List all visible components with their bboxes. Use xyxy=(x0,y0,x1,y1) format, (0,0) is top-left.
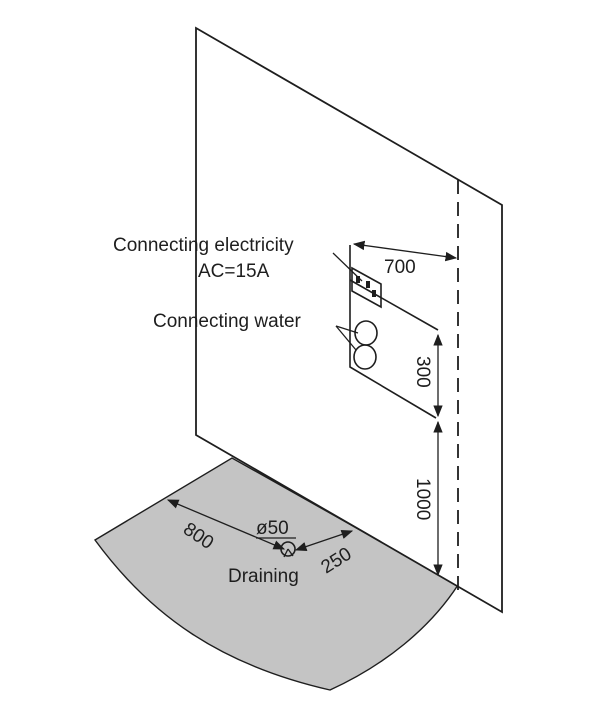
water-connection-icon xyxy=(353,320,378,370)
dimension-700-label: 700 xyxy=(384,257,416,278)
electricity-leader-line xyxy=(332,252,363,282)
drain-diameter-label: ø50 xyxy=(256,518,289,539)
dimension-250-arrow xyxy=(294,529,354,552)
water-leader-line-1 xyxy=(335,325,359,334)
draining-label: Draining xyxy=(228,566,299,587)
electricity-current-label: AC=15A xyxy=(198,261,270,282)
water-label: Connecting water xyxy=(153,311,302,332)
dimension-300-label: 300 xyxy=(412,356,433,388)
dimension-700-arrow xyxy=(352,240,458,262)
electricity-label: Connecting electricity xyxy=(113,235,294,256)
dimension-1000-label: 1000 xyxy=(412,478,433,520)
drain-icon xyxy=(280,541,296,558)
wall-panel xyxy=(195,26,503,614)
dimension-800-arrow xyxy=(166,499,286,550)
panel-divider xyxy=(349,279,439,331)
connection-panel xyxy=(349,245,437,419)
water-leader-line-2 xyxy=(335,325,357,351)
electric-socket-icon xyxy=(351,266,382,309)
